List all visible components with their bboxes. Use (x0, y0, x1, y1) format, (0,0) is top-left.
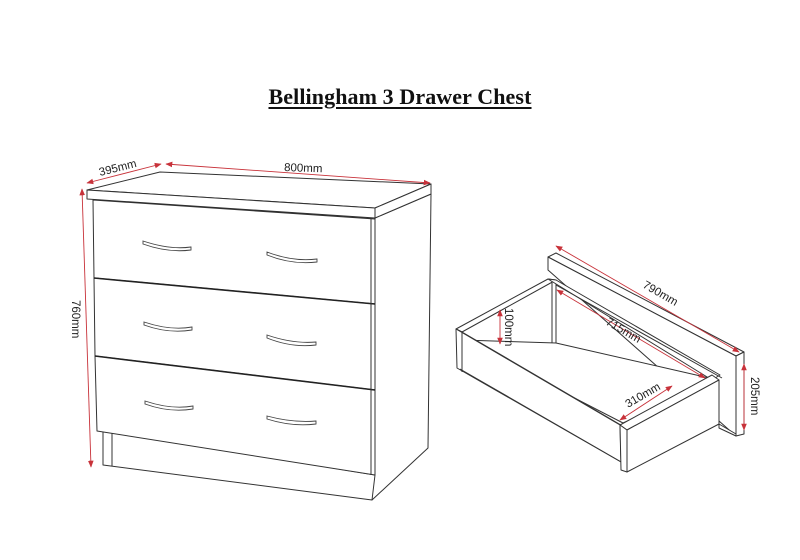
depth-label: 395mm (98, 158, 138, 179)
handle-icon (266, 334, 317, 347)
height-label: 760mm (69, 300, 81, 338)
inner-height-label: 100mm (502, 308, 514, 346)
handle-icon (142, 240, 192, 252)
width-dimension-line (165, 161, 431, 186)
handle-icon (143, 321, 193, 332)
front-height-label: 205mm (748, 377, 760, 415)
depth-dimension-line (86, 162, 162, 185)
chest-dimensions: 395mm 800mm 760mm (69, 158, 431, 468)
width-label: 800mm (284, 162, 323, 175)
chest-of-drawers (86, 171, 432, 501)
drawer-side-wall (735, 351, 745, 437)
handle-icon (144, 400, 194, 411)
height-dimension-line (79, 188, 94, 468)
inner-width-dimension-line (619, 385, 673, 421)
handle-icon (266, 251, 318, 264)
diagram-title: Bellingham 3 Drawer Chest (268, 84, 532, 109)
chest-side-panel (371, 193, 432, 501)
drawer-box (455, 252, 745, 473)
inner-length-dimension-line (556, 289, 706, 379)
handle-icon (266, 415, 317, 426)
